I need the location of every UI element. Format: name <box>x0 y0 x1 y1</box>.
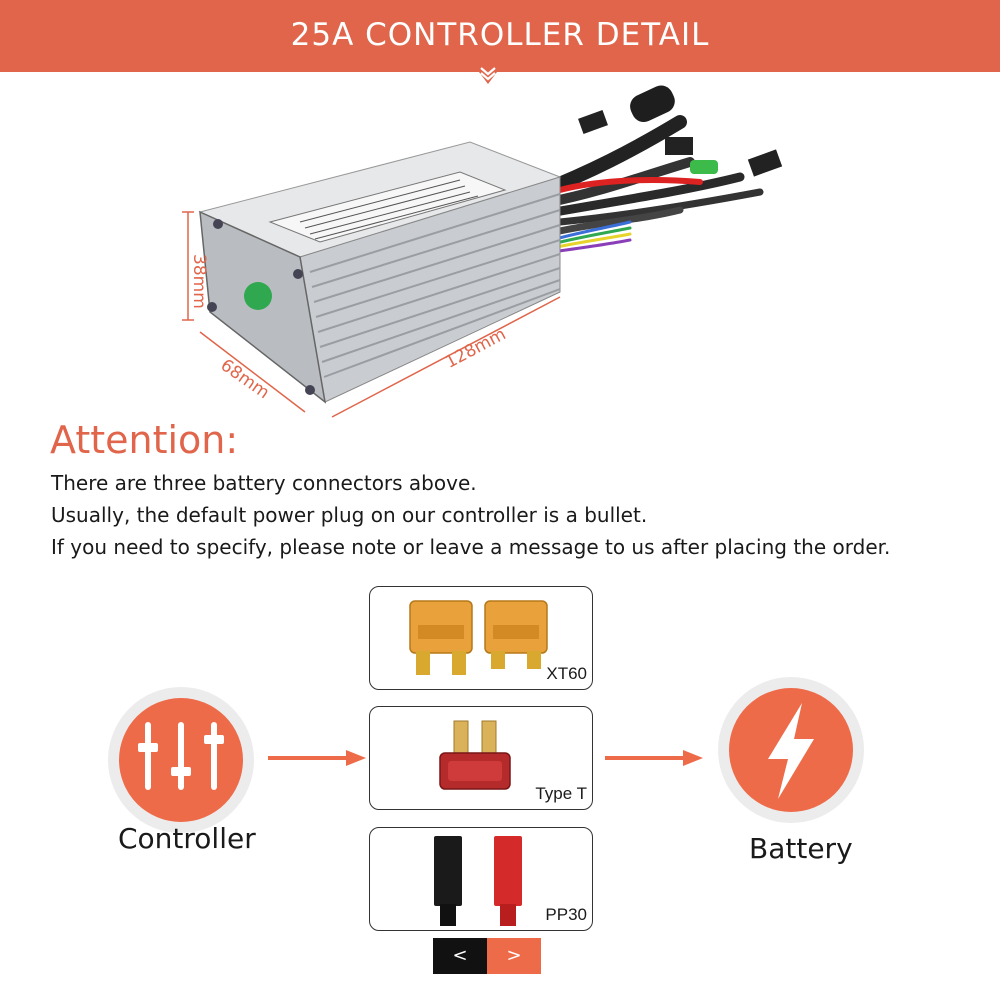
arrow-right-icon <box>268 750 366 766</box>
note-line: If you need to specify, please note or l… <box>51 535 891 559</box>
pp30-connector-icon <box>434 836 522 926</box>
battery-circle <box>716 675 866 825</box>
attention-heading: Attention: <box>50 418 239 462</box>
page-title: 25A CONTROLLER DETAIL <box>290 17 710 53</box>
next-button[interactable]: > <box>487 938 541 974</box>
prev-button[interactable]: < <box>433 938 487 974</box>
xt60-connector-icon <box>409 600 548 675</box>
note-line: There are three battery connectors above… <box>51 471 477 495</box>
carousel-pager: < > <box>433 938 541 974</box>
controller-illustration: 38mm 68mm 128mm <box>182 85 783 418</box>
note-line: Usually, the default power plug on our c… <box>51 503 648 527</box>
t-plug-connector-icon <box>439 720 511 790</box>
dim-width-label: 68mm <box>217 355 273 403</box>
connector-pp30-box: PP30 <box>369 827 593 931</box>
battery-label: Battery <box>749 832 853 865</box>
attention-notes: There are three battery connectors above… <box>51 467 991 563</box>
connector-label: PP30 <box>545 905 587 924</box>
lightning-icon <box>718 677 864 823</box>
controller-circle <box>106 685 256 835</box>
controller-label: Controller <box>118 822 256 855</box>
connector-typet-box: Type T <box>369 706 593 810</box>
dim-height-label: 38mm <box>189 254 209 309</box>
arrow-right-icon <box>605 750 703 766</box>
connector-label: Type T <box>535 784 587 803</box>
chevron-down-icon <box>470 60 506 84</box>
connector-xt60-box: XT60 <box>369 586 593 690</box>
sliders-icon <box>108 687 254 833</box>
connector-label: XT60 <box>546 664 587 683</box>
product-image: 38mm 68mm 128mm <box>160 82 800 432</box>
wires-icon <box>533 115 764 254</box>
